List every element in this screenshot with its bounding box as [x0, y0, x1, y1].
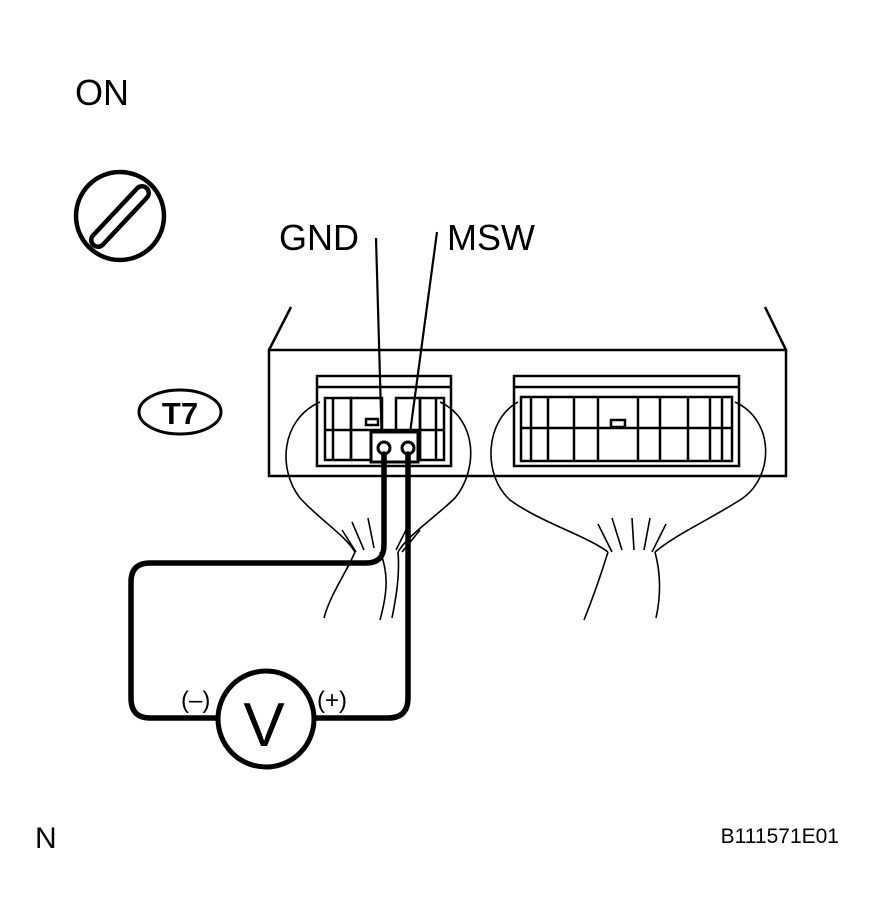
negative-lead: [128, 451, 387, 721]
connector-id-badge: T7: [137, 388, 223, 436]
negative-polarity-label: (–): [181, 687, 210, 714]
positive-lead: [311, 451, 411, 721]
ignition-state-label: ON: [75, 72, 129, 113]
ignition-switch-icon: [73, 169, 167, 263]
voltmeter-symbol: V: [243, 691, 285, 760]
corner-mark: N: [35, 822, 57, 855]
positive-polarity-label: (+): [317, 687, 347, 714]
msw-terminal-label: MSW: [447, 217, 535, 258]
ecu-connector-right: [512, 374, 741, 468]
wire-harness-right: [490, 401, 767, 621]
test-leads: [128, 451, 411, 721]
wire-harness-left: [285, 401, 472, 621]
connector-id-label: T7: [162, 396, 198, 431]
terminal-leader-lines: [374, 231, 439, 449]
figure-code: B111571E01: [721, 825, 839, 848]
voltmeter-icon: V: [215, 668, 317, 770]
gnd-terminal-label: GND: [279, 217, 359, 258]
